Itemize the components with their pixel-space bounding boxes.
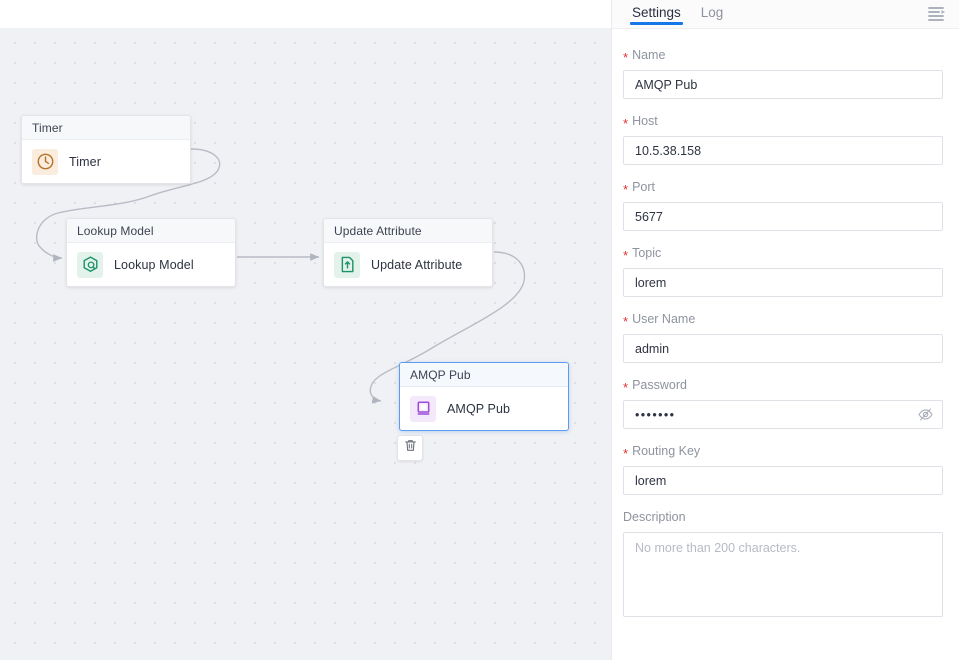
required-asterisk: * — [623, 181, 629, 197]
required-asterisk: * — [623, 247, 629, 263]
node-update-attribute-label: Update Attribute — [371, 257, 463, 272]
eye-hidden-icon[interactable] — [917, 406, 934, 423]
field-password-label: * Password — [623, 377, 943, 395]
field-routing-key-label-text: Routing Key — [632, 444, 701, 458]
routing-key-input[interactable] — [623, 466, 943, 495]
node-timer-body: Timer — [22, 140, 190, 183]
field-description: Description — [623, 509, 943, 622]
lookup-model-icon — [77, 251, 103, 278]
field-host-label: * Host — [623, 113, 943, 131]
host-input[interactable] — [623, 136, 943, 165]
node-amqp-pub-label: AMQP Pub — [447, 401, 511, 416]
node-update-attribute-header: Update Attribute — [324, 219, 492, 243]
field-routing-key-label: * Routing Key — [623, 443, 943, 461]
node-timer-header-label: Timer — [32, 120, 63, 135]
field-host-label-text: Host — [632, 114, 658, 128]
node-update-attribute-header-label: Update Attribute — [334, 223, 422, 238]
node-lookup-model-body: Lookup Model — [67, 243, 235, 286]
panel-collapse-icon[interactable] — [927, 5, 947, 23]
node-amqp-pub[interactable]: AMQP Pub AMQP Pub — [399, 362, 569, 431]
workflow-canvas[interactable]: Timer Timer Lookup Model — [0, 0, 611, 660]
field-password: * Password — [623, 377, 943, 429]
topic-input[interactable] — [623, 268, 943, 297]
amqp-pub-icon — [410, 395, 436, 422]
node-amqp-pub-header: AMQP Pub — [400, 363, 568, 387]
tab-settings-label: Settings — [632, 5, 681, 20]
name-input[interactable] — [623, 70, 943, 99]
port-input[interactable] — [623, 202, 943, 231]
field-port: * Port — [623, 179, 943, 231]
field-password-label-text: Password — [632, 378, 687, 392]
field-routing-key: * Routing Key — [623, 443, 943, 495]
field-topic-label-text: Topic — [632, 246, 662, 260]
properties-panel: Settings Log * Name — [611, 0, 959, 660]
field-port-label-text: Port — [632, 180, 655, 194]
node-amqp-pub-body: AMQP Pub — [400, 387, 568, 430]
field-description-label: Description — [623, 509, 943, 525]
node-lookup-model-header-label: Lookup Model — [77, 223, 154, 238]
field-host: * Host — [623, 113, 943, 165]
tab-settings[interactable]: Settings — [622, 0, 691, 25]
update-attribute-icon — [334, 251, 360, 278]
node-timer[interactable]: Timer Timer — [21, 115, 191, 184]
required-asterisk: * — [623, 445, 629, 461]
required-asterisk: * — [623, 115, 629, 131]
field-topic: * Topic — [623, 245, 943, 297]
required-asterisk: * — [623, 379, 629, 395]
settings-form: * Name * Host * Port — [612, 29, 959, 660]
field-name-label: * Name — [623, 47, 943, 65]
node-timer-header: Timer — [22, 116, 190, 140]
required-asterisk: * — [623, 49, 629, 65]
node-lookup-model[interactable]: Lookup Model Lookup Model — [66, 218, 236, 287]
field-name: * Name — [623, 47, 943, 99]
field-user-name: * User Name — [623, 311, 943, 363]
field-name-label-text: Name — [632, 48, 666, 62]
node-timer-label: Timer — [69, 154, 101, 169]
tab-log[interactable]: Log — [691, 0, 734, 22]
user-name-input[interactable] — [623, 334, 943, 363]
delete-node-button[interactable] — [397, 435, 423, 461]
required-asterisk: * — [623, 313, 629, 329]
trash-icon — [403, 438, 418, 458]
field-description-label-text: Description — [623, 510, 686, 524]
field-port-label: * Port — [623, 179, 943, 197]
password-input[interactable] — [623, 400, 943, 429]
tab-log-label: Log — [700, 5, 724, 20]
clock-icon — [32, 148, 58, 175]
node-update-attribute-body: Update Attribute — [324, 243, 492, 286]
node-lookup-model-label: Lookup Model — [114, 257, 194, 272]
node-update-attribute[interactable]: Update Attribute Update Attribute — [323, 218, 493, 287]
node-amqp-pub-header-label: AMQP Pub — [410, 367, 471, 382]
field-user-name-label-text: User Name — [632, 312, 696, 326]
panel-tab-bar: Settings Log — [612, 0, 959, 29]
field-user-name-label: * User Name — [623, 311, 943, 329]
description-textarea[interactable] — [623, 532, 943, 617]
node-lookup-model-header: Lookup Model — [67, 219, 235, 243]
field-topic-label: * Topic — [623, 245, 943, 263]
password-input-wrapper — [623, 400, 943, 429]
